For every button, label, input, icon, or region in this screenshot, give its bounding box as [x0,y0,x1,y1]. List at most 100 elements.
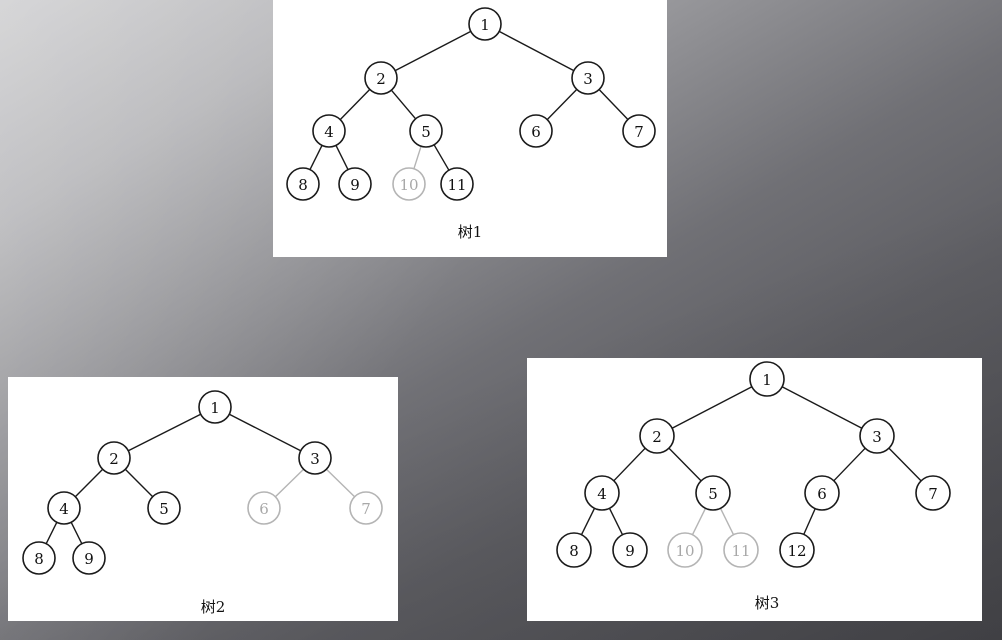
tree-1-edge-1-3 [498,30,575,72]
node-label: 5 [159,500,169,518]
node-circle [519,114,553,148]
tree-1-caption: 树1 [458,223,483,241]
node-label: 11 [731,542,750,560]
tree-2-diagram: 1 2 3 4 5 6 7 8 9 树2 [22,390,383,616]
tree-2-edge-1-2 [127,413,202,452]
node-circle [97,441,131,475]
node-circle [72,541,106,575]
tree-2-panel: 1 2 3 4 5 6 7 8 9 树2 [8,377,398,621]
node-circle [695,475,731,511]
node-circle [198,390,232,424]
tree-2-node-9: 9 [72,541,106,575]
node-circle [723,532,759,568]
tree-3-edge-6-12 [803,508,816,535]
tree-3-node-10: 10 [667,532,703,568]
tree-2-edge-2-5 [124,468,154,498]
tree-3-node-7: 7 [915,475,951,511]
tree-2-node-7: 7 [349,491,383,525]
tree-3-node-8: 8 [556,532,592,568]
node-circle [612,532,648,568]
node-circle [915,475,951,511]
node-label: 2 [652,428,662,446]
tree-1-diagram: 1 2 3 4 5 6 7 8 9 10 11 树1 [286,7,656,241]
tree-1-node-10: 10 [392,167,426,201]
tree-3-node-5: 5 [695,475,731,511]
tree-2-node-3: 3 [298,441,332,475]
tree-1-edge-1-2 [394,30,472,72]
node-circle [47,491,81,525]
tree-3-edge-1-2 [671,386,753,429]
node-circle [622,114,656,148]
node-label: 8 [34,550,44,568]
tree-3-edge-2-4 [613,447,646,482]
node-circle [584,475,620,511]
tree-2-edge-4-9 [70,521,83,545]
tree-1-node-11: 11 [440,167,474,201]
tree-1-node-9: 9 [338,167,372,201]
node-label: 6 [531,123,541,141]
tree-1-node-1: 1 [468,7,502,41]
tree-3-node-2: 2 [639,418,675,454]
tree-2-node-5: 5 [147,491,181,525]
node-label: 5 [421,123,431,141]
tree-3-node-12: 12 [779,532,815,568]
node-circle [409,114,443,148]
node-label: 2 [109,450,119,468]
tree-1-node-5: 5 [409,114,443,148]
tree-3-edge-2-5 [668,447,702,482]
tree-1-panel: 1 2 3 4 5 6 7 8 9 10 11 树1 [273,0,667,257]
node-label: 4 [324,123,334,141]
tree-3-edge-4-8 [580,507,596,536]
node-label: 10 [399,176,418,194]
node-circle [312,114,346,148]
node-label: 3 [583,70,593,88]
node-circle [571,61,605,95]
tree-2-node-8: 8 [22,541,56,575]
tree-1-node-2: 2 [364,61,398,95]
node-circle [804,475,840,511]
tree-2-edge-3-7 [325,468,356,498]
node-label: 7 [634,123,644,141]
tree-1-node-8: 8 [286,167,320,201]
node-circle [364,61,398,95]
tree-2-node-1: 1 [198,390,232,424]
node-label: 3 [872,428,882,446]
tree-3-node-4: 4 [584,475,620,511]
node-circle [667,532,703,568]
tree-3-node-3: 3 [859,418,895,454]
node-label: 12 [787,542,806,560]
node-circle [298,441,332,475]
tree-3-edge-3-7 [888,447,922,482]
tree-2-node-4: 4 [47,491,81,525]
tree-3-edge-4-9 [608,507,624,536]
tree-2-node-6: 6 [247,491,281,525]
node-circle [338,167,372,201]
node-label: 8 [298,176,308,194]
node-label: 9 [625,542,635,560]
node-circle [286,167,320,201]
tree-3-node-11: 11 [723,532,759,568]
tree-1-edge-5-11 [433,144,450,171]
tree-3-node-6: 6 [804,475,840,511]
tree-1-node-3: 3 [571,61,605,95]
node-label: 1 [480,16,490,34]
node-circle [349,491,383,525]
node-label: 1 [210,399,220,417]
tree-1-edge-2-5 [390,89,417,120]
tree-2-node-2: 2 [97,441,131,475]
node-label: 2 [376,70,386,88]
node-circle [556,532,592,568]
node-circle [247,491,281,525]
node-label: 4 [59,500,69,518]
node-circle [440,167,474,201]
tree-1-node-7: 7 [622,114,656,148]
tree-2-edge-3-6 [274,468,305,498]
tree-2-edge-1-3 [228,413,302,452]
tree-1-edge-5-10 [413,145,422,170]
node-label: 9 [84,550,94,568]
tree-2-caption: 树2 [201,598,226,616]
tree-1-edge-3-7 [598,89,629,120]
node-label: 3 [310,450,320,468]
tree-3-node-1: 1 [749,361,785,397]
